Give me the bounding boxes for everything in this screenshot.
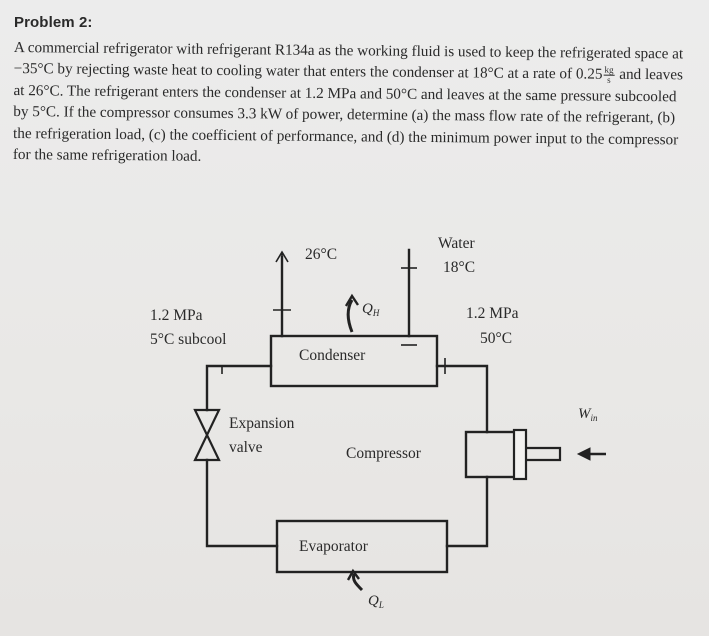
compressor-label: Compressor [346, 445, 422, 462]
work-input-arrow [576, 447, 606, 461]
problem-title: Problem 2: [14, 14, 93, 31]
heat-rejection-arrow [344, 293, 359, 333]
water-out-arrow [275, 250, 289, 264]
condenser-box [269, 334, 439, 388]
compressor-piston [512, 428, 562, 481]
condenser-exit-pressure-label: 1.2 MPa [150, 307, 203, 324]
expansion-valve-label-line2: valve [229, 439, 263, 456]
expansion-valve-label-line1: Expansion [229, 415, 295, 432]
heat-absorption-arrow [346, 568, 364, 592]
condenser-inlet-temp-label: 50°C [480, 330, 512, 347]
compressor-cylinder [464, 430, 522, 479]
water-outlet-temp-label: 26°C [305, 246, 337, 263]
water-inlet-temp-label: 18°C [443, 259, 475, 276]
condenser-inlet-pressure-label: 1.2 MPa [466, 305, 519, 322]
condenser-exit-state-label: 5°C subcool [150, 331, 226, 348]
water-label: Water [438, 235, 475, 252]
evaporator-to-compressor-pipe [445, 475, 489, 548]
heat-rejected-symbol: QH [362, 301, 380, 318]
valve-to-evaporator-pipe [205, 458, 279, 548]
condenser-to-valve-pipe [205, 364, 273, 412]
heat-absorbed-symbol: QL [368, 593, 384, 610]
work-input-symbol: Win [578, 406, 598, 423]
compressor-to-condenser-pipe [435, 364, 489, 434]
expansion-valve-symbol [193, 408, 221, 462]
evaporator-label: Evaporator [299, 538, 369, 555]
condenser-label: Condenser [299, 347, 366, 364]
